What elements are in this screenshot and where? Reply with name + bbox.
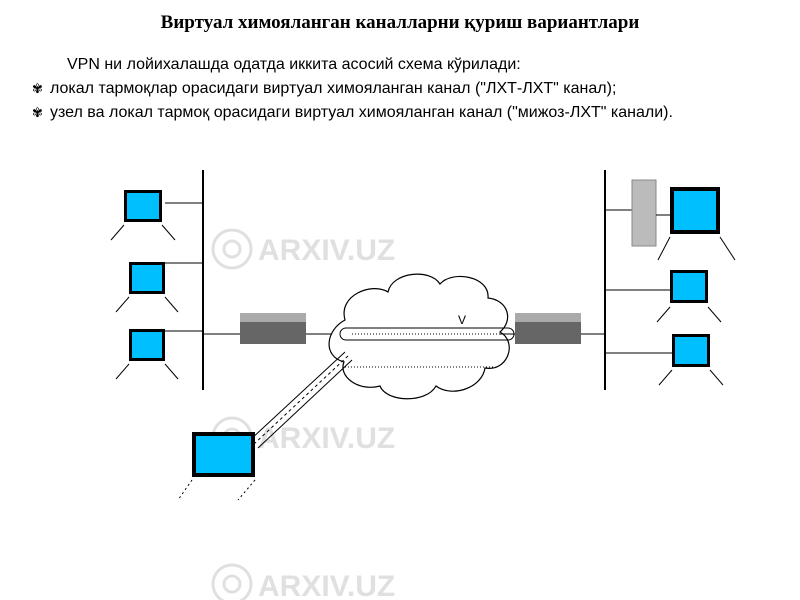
curled-leaf-bullet-icon: ✾: [32, 81, 43, 96]
bullet-client-lan: ✾ узел ва локал тармоқ орасидаги виртуал …: [32, 104, 673, 122]
right-workstation-2: [656, 270, 722, 323]
right-server: [631, 179, 657, 247]
slide-title: Виртуал химояланган каналларни қуриш вар…: [160, 12, 640, 33]
watermark-text: ARXIV.UZ: [258, 570, 395, 600]
internet-cloud: [328, 273, 510, 400]
watermark-group: ARXIV.UZ ARXIV.UZ ARXIV.UZ: [211, 228, 395, 600]
bullet-lan-lan: ✾ локал тармоқлар орасидаги виртуал химоя…: [32, 80, 616, 98]
watermark-text: ARXIV.UZ: [258, 234, 395, 267]
right-workstation-main: [657, 187, 736, 261]
left-workstation-2: [115, 262, 179, 313]
intro-text: VPN ни лойихалашда одатда иккита асосий …: [67, 56, 521, 73]
watermark-icon: [211, 563, 253, 600]
left-workstation-3: [115, 329, 179, 380]
curled-leaf-bullet-icon: ✾: [32, 105, 43, 120]
watermark-icon: [211, 228, 253, 270]
right-gateway: [515, 313, 581, 344]
right-workstation-3: [658, 334, 724, 386]
bullet-client-lan-text: узел ва локал тармоқ орасидаги виртуал х…: [50, 104, 673, 121]
client-lan-tunnel: [249, 351, 353, 449]
remote-client-workstation: [177, 432, 256, 501]
cloud-label: V: [458, 313, 466, 327]
watermark-text: ARXIV.UZ: [258, 422, 395, 455]
bullet-lan-lan-text: локал тармоқлар орасидаги виртуал химоял…: [50, 80, 617, 97]
left-gateway: [240, 313, 306, 344]
left-workstation-1: [110, 190, 176, 241]
